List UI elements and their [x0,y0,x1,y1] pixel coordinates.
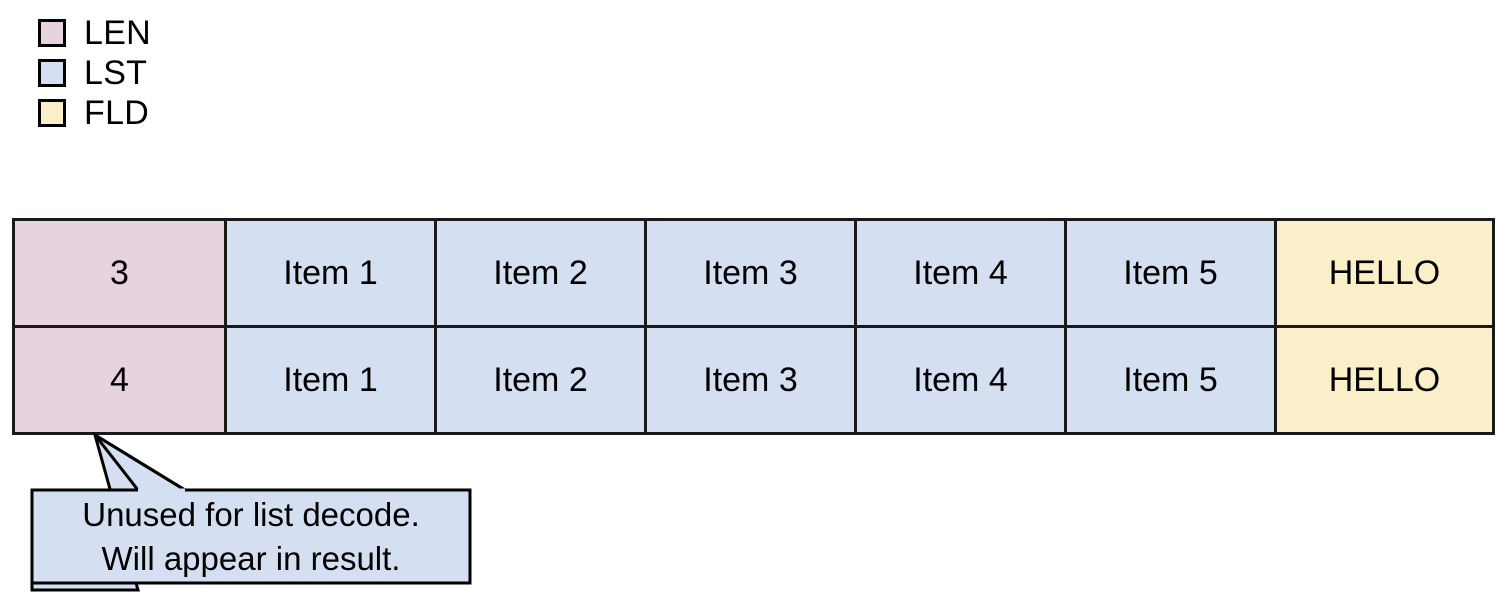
cell-list-item: Item 2 [437,221,647,325]
legend-item-fld: FLD [38,93,151,132]
cell-len: 4 [15,328,227,432]
legend-label-lst: LST [84,53,148,92]
callout-tail-left-edge [93,434,140,491]
cell-len: 3 [15,221,227,325]
cell-list-item: Item 5 [1067,221,1277,325]
callout-tail-right-edge [94,433,186,492]
legend-item-len: LEN [38,13,152,52]
callout-text: Unused for list decode. Will appear in r… [32,490,470,583]
swatch-icon-len [38,18,66,47]
legend-item-lst: LST [38,53,151,92]
callout-line-2: Will appear in result. [101,539,401,577]
cell-list-item: Item 1 [227,328,437,432]
legend: LEN LST FLD [38,13,152,132]
legend-label-fld: FLD [84,93,150,132]
table-row: 4 Item 1 Item 2 Item 3 Item 4 Item 5 HEL… [15,328,1492,432]
swatch-icon-fld [38,98,66,127]
callout-line-1: Unused for list decode. [82,495,420,533]
cell-list-item: Item 1 [227,221,437,325]
cell-list-item: Item 3 [647,328,857,432]
cell-list-item: Item 2 [437,328,647,432]
cell-field: HELLO [1277,328,1492,432]
cell-field: HELLO [1277,221,1492,325]
cell-list-item: Item 3 [647,221,857,325]
cell-list-item: Item 5 [1067,328,1277,432]
legend-label-len: LEN [84,13,152,52]
swatch-icon-lst [38,58,66,87]
cell-list-item: Item 4 [857,328,1067,432]
table-row: 3 Item 1 Item 2 Item 3 Item 4 Item 5 HEL… [15,221,1492,328]
byte-layout-table: 3 Item 1 Item 2 Item 3 Item 4 Item 5 HEL… [12,218,1495,435]
cell-list-item: Item 4 [857,221,1067,325]
